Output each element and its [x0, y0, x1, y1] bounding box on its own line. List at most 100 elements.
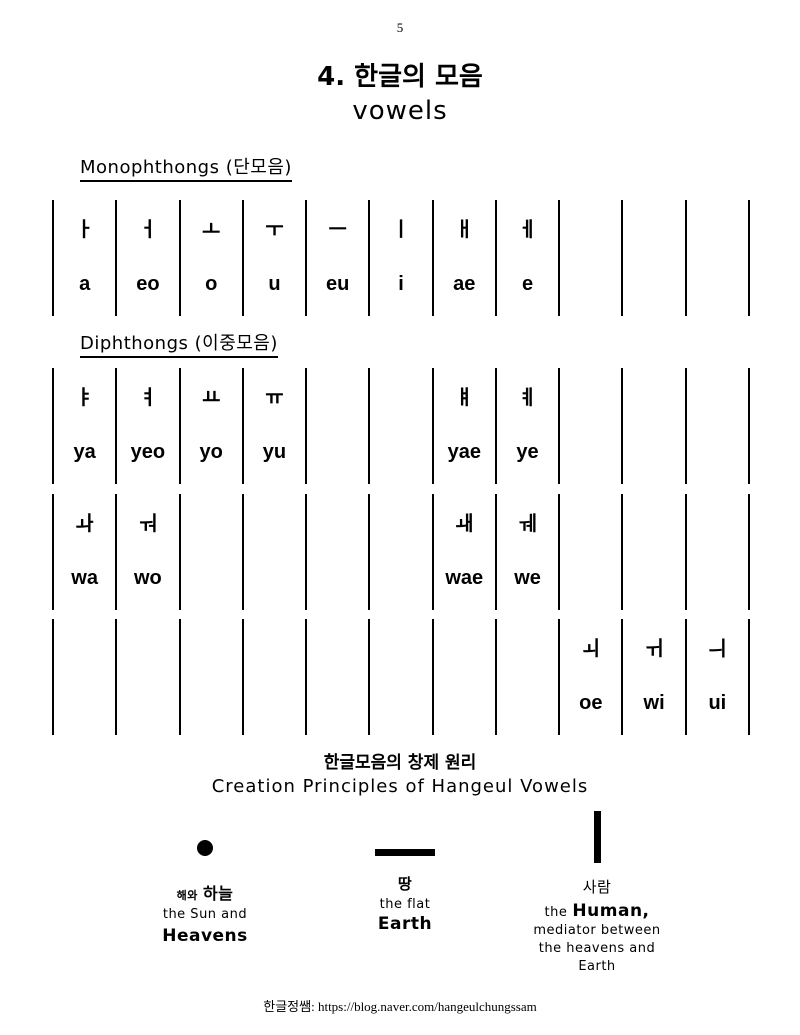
earth-line1: the flat	[379, 897, 431, 912]
vowel-romanization: u	[268, 272, 281, 295]
page-number: 5	[396, 20, 404, 35]
vowel-romanization: eu	[326, 272, 350, 295]
vowel-cell	[307, 494, 371, 610]
vowel-cell	[244, 619, 308, 735]
vowel-hangul: ㅢ	[708, 635, 727, 660]
heavens-bold: Heavens	[162, 926, 248, 946]
vowel-cell	[181, 619, 244, 735]
vowel-hangul: ㅛ	[201, 384, 221, 409]
vowel-hangul: ㅣ	[391, 216, 411, 241]
vowel-romanization: yo	[199, 440, 223, 463]
heavens-korean: 하늘	[202, 884, 234, 903]
heavens-korean-small: 해와	[176, 889, 198, 902]
vowel-cell	[307, 619, 371, 735]
vowel-romanization: wi	[643, 691, 665, 714]
footer-credit: 한글정쌤: https://blog.naver.com/hangeulchun…	[263, 999, 537, 1014]
vowel-cell	[560, 368, 624, 484]
vowel-cell	[244, 494, 308, 610]
vowel-cell: ㅡ eu	[307, 200, 371, 316]
vertical-bar-icon	[593, 811, 601, 863]
vowel-hangul: ㅒ	[455, 384, 474, 409]
principle-heavens: 해와 하늘 the Sun and Heavens	[130, 838, 280, 946]
page-title-english: vowels	[352, 96, 448, 126]
vowel-cell	[623, 200, 687, 316]
earth-bold: Earth	[377, 914, 433, 934]
vowel-romanization: o	[205, 272, 218, 295]
vowel-cell	[497, 619, 561, 735]
vowel-romanization: yae	[447, 440, 481, 463]
vowel-cell	[181, 494, 244, 610]
vowel-cell	[54, 619, 118, 735]
vowel-romanization: i	[398, 272, 404, 295]
human-bold: Human,	[572, 901, 650, 921]
vowel-romanization: wae	[445, 566, 484, 589]
vowel-cell: ㅕ yeo	[117, 368, 181, 484]
vowel-cell: ㅛ yo	[181, 368, 244, 484]
vowel-cell	[434, 619, 497, 735]
vowel-romanization: a	[79, 272, 91, 295]
vowel-romanization: ya	[73, 440, 96, 463]
vowel-cell: ㅞ we	[497, 494, 561, 610]
vowel-hangul: ㅖ	[518, 384, 537, 409]
vowel-hangul: ㅜ	[265, 216, 284, 241]
principles-title-english: Creation Principles of Hangeul Vowels	[211, 776, 589, 797]
horizontal-bar-icon	[375, 848, 435, 856]
vowel-hangul: ㅕ	[138, 384, 158, 409]
page-title-korean: 4. 한글의 모음	[317, 62, 483, 92]
vowel-hangul: ㅓ	[138, 216, 158, 241]
vowel-hangul: ㅞ	[518, 510, 537, 535]
vowel-hangul: ㅔ	[518, 216, 537, 241]
human-line4: Earth	[578, 959, 616, 974]
vowel-cell	[560, 494, 624, 610]
vowel-hangul: ㅘ	[75, 510, 94, 535]
vowel-cell: ㅙ wae	[434, 494, 497, 610]
principle-human: 사람 the Human, mediator between the heave…	[512, 810, 682, 974]
vowel-romanization: e	[521, 272, 534, 295]
vowel-hangul: ㅡ	[328, 216, 347, 241]
vowel-hangul: ㅙ	[455, 510, 474, 535]
vowel-hangul: ㅚ	[581, 635, 601, 660]
human-prefix: the	[544, 905, 568, 920]
vowel-cell: ㅓ eo	[117, 200, 181, 316]
vowel-romanization: ui	[708, 691, 727, 714]
vowel-hangul: ㅏ	[75, 216, 94, 241]
vowel-romanization: eo	[136, 272, 160, 295]
vowel-cell: ㅒ yae	[434, 368, 497, 484]
diphthongs-label: Diphthongs (이중모음)	[80, 333, 278, 358]
vowel-romanization: we	[514, 566, 541, 589]
dot-symbol-icon	[197, 840, 213, 856]
vowel-romanization: ae	[453, 272, 476, 295]
vowel-cell	[370, 494, 434, 610]
vowel-cell	[370, 368, 434, 484]
vowel-cell	[623, 368, 687, 484]
vowel-cell	[307, 368, 371, 484]
vowel-cell: ㅚ oe	[560, 619, 624, 735]
vowel-romanization: oe	[579, 691, 603, 714]
vowel-cell	[623, 494, 687, 610]
monophthongs-label: Monophthongs (단모음)	[80, 157, 292, 182]
vowel-romanization: yu	[262, 440, 287, 463]
vowel-cell: ㅢ ui	[687, 619, 750, 735]
vowel-cell	[687, 494, 750, 610]
principles-title-korean: 한글모음의 창제 원리	[323, 753, 477, 773]
vowel-cell: ㅝ wo	[117, 494, 181, 610]
human-line3: the heavens and	[538, 941, 656, 956]
vowel-cell	[560, 200, 624, 316]
vowel-hangul: ㅝ	[138, 510, 158, 535]
vowel-romanization: wo	[134, 566, 162, 589]
vowel-cell	[370, 619, 434, 735]
vowel-cell	[687, 368, 750, 484]
vowel-romanization: yeo	[130, 440, 166, 463]
